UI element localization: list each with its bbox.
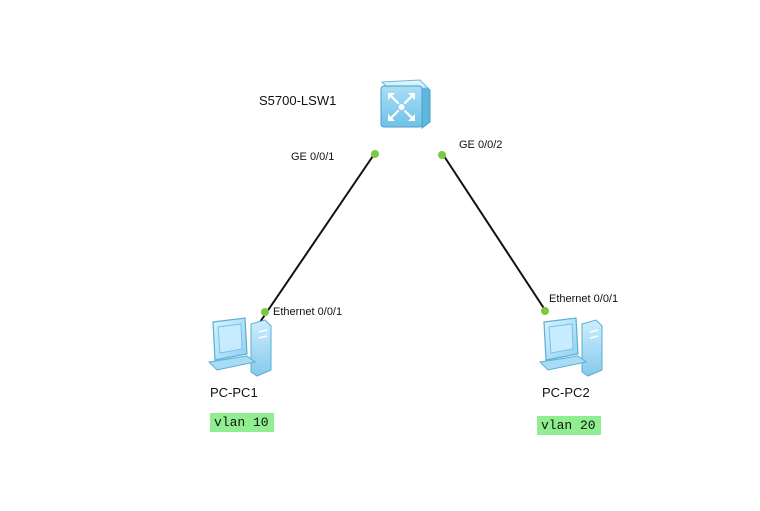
port-label-pc2-eth: Ethernet 0/0/1 <box>549 293 619 305</box>
port-label-ge001: GE 0/0/1 <box>291 151 335 163</box>
link-switch-pc1[interactable] <box>257 152 376 326</box>
switch-name: S5700-LSW1 <box>259 93 337 108</box>
pc-icon[interactable] <box>207 317 272 377</box>
pc1-name: PC-PC1 <box>210 385 258 400</box>
port-dot-ge001[interactable] <box>371 150 379 158</box>
port-dot-ge002[interactable] <box>438 151 446 159</box>
pc2-name: PC-PC2 <box>542 385 590 400</box>
port-label-pc1-eth: Ethernet 0/0/1 <box>273 306 343 318</box>
port-dot-pc1-eth[interactable] <box>261 308 269 316</box>
vlan-tag-pc1: vlan 10 <box>210 413 274 432</box>
port-label-ge002: GE 0/0/2 <box>459 139 503 151</box>
port-dot-pc2-eth[interactable] <box>541 307 549 315</box>
link-switch-pc2[interactable] <box>441 152 548 314</box>
pc-icon[interactable] <box>538 317 603 377</box>
vlan-tag-pc2: vlan 20 <box>537 416 601 435</box>
l3-switch-icon[interactable] <box>380 79 431 129</box>
